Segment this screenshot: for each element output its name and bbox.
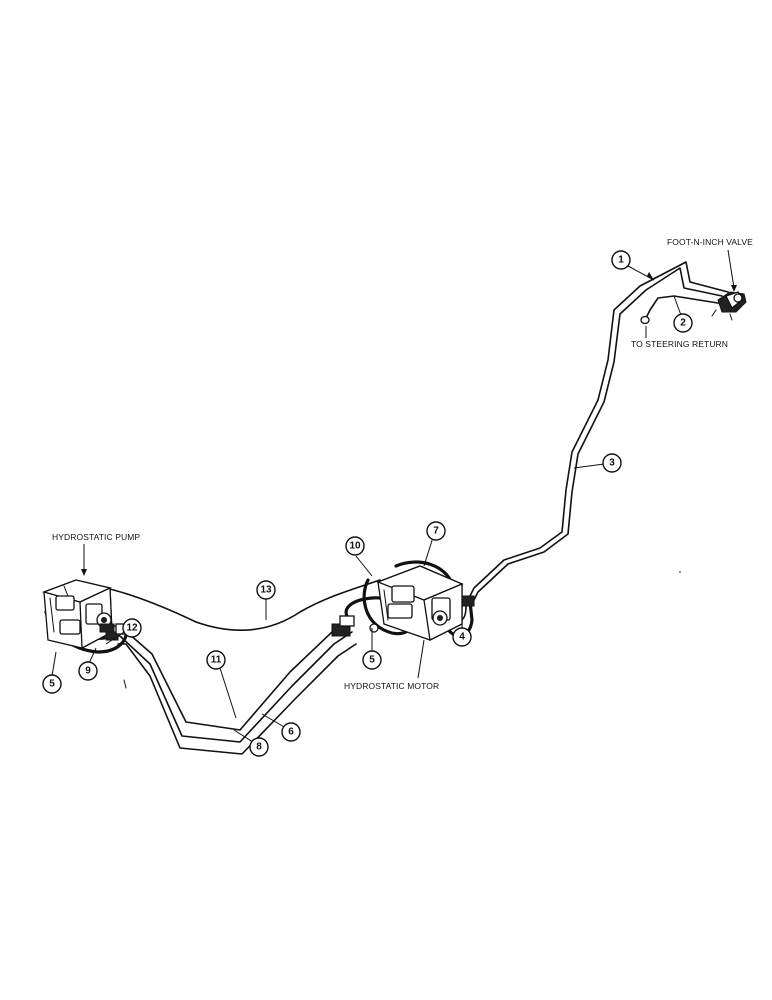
callout-3-text: 3 [609,458,615,469]
tube-2 [645,295,725,319]
callout-6: 6 [281,722,301,742]
steering-return-fitting [640,315,650,325]
callout-8-text: 8 [256,742,262,753]
callout-4-text: 4 [459,632,465,643]
callout-10-text: 10 [349,541,361,552]
callout-13: 13 [256,580,276,600]
stray-mark [123,679,127,689]
foot-n-inch-valve [711,291,747,321]
callout-9-text: 9 [85,666,91,677]
foot-n-inch-valve-label: FOOT-N-INCH VALVE [667,237,753,247]
callout-5-motor: 5 [362,650,382,670]
callout-6-text: 6 [288,727,294,738]
tube-3-inner [471,267,723,605]
callout-13-text: 13 [260,585,272,596]
hydrostatic-motor [331,565,475,641]
tube-11 [109,619,353,731]
callout-2-text: 2 [680,318,686,329]
callout-11: 11 [206,650,226,670]
tube-3 [467,261,729,601]
callout-12: 12 [122,618,142,638]
stray-dot [679,571,681,573]
callout-7: 7 [426,521,446,541]
callout-11-text: 11 [211,655,222,666]
callout-4: 4 [452,627,472,647]
callout-5-pump-text: 5 [49,679,55,690]
hydrostatic-pump-label: HYDROSTATIC PUMP [52,532,140,542]
callout-1-text: 1 [618,255,624,266]
hydrostatic-pump [41,579,129,650]
leaders [51,249,737,745]
callout-12-text: 12 [126,623,138,634]
callout-3: 3 [602,453,622,473]
callout-10: 10 [345,536,365,556]
steering-return-label: TO STEERING RETURN [631,339,728,349]
callout-9: 9 [78,661,98,681]
callout-8: 8 [249,737,269,757]
tube-6 [117,643,357,755]
callout-1: 1 [611,250,631,270]
callout-5-motor-text: 5 [369,655,375,666]
callout-7-text: 7 [433,526,439,537]
callout-2: 2 [673,313,693,333]
callout-5-pump: 5 [42,674,62,694]
hydrostatic-motor-label: HYDROSTATIC MOTOR [344,681,439,691]
hose-13 [71,579,381,632]
